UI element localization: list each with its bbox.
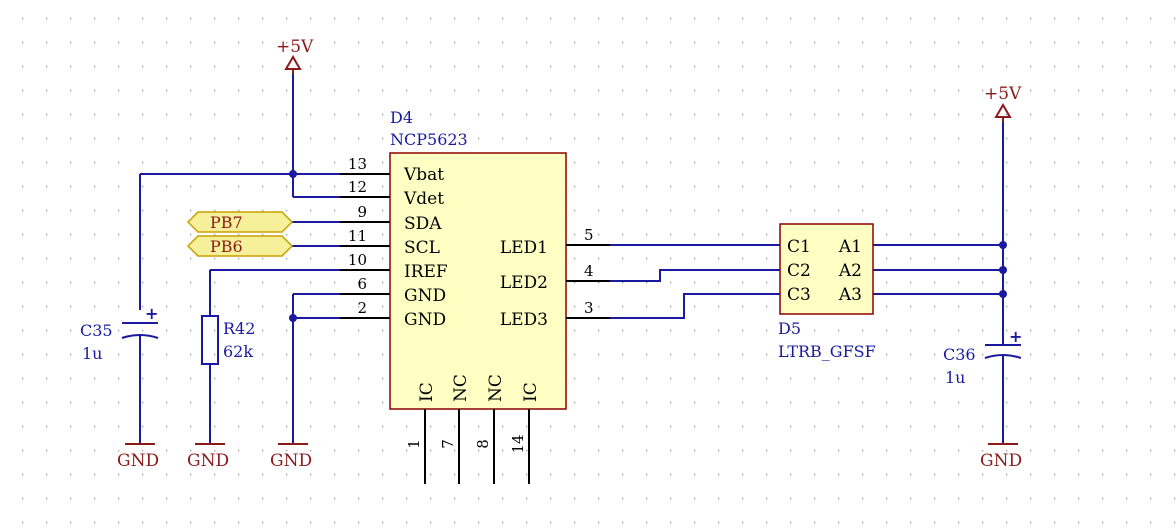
net-label-pb6[interactable]: PB6 — [186, 235, 294, 257]
junction-vbat — [289, 170, 297, 178]
d4-pin-num: 3 — [584, 299, 594, 317]
wire-led3 — [610, 293, 780, 319]
junction-gnd — [289, 314, 297, 322]
d4-pin-name: SCL — [404, 238, 440, 258]
c35-value: 1u — [82, 344, 102, 363]
power-label-right: +5V — [984, 84, 1022, 104]
ground-symbol-r42: GND — [187, 443, 229, 471]
gnd-label: GND — [270, 451, 312, 471]
d4-pin-name: NC — [451, 374, 471, 402]
d4-pin-num: 13 — [348, 155, 367, 173]
d5-pin-name: C1 — [787, 237, 811, 257]
d4-pin-name: LED1 — [500, 238, 548, 258]
d4-pin-num: 4 — [584, 262, 594, 280]
d4-pin-num: 6 — [357, 275, 367, 293]
ground-symbol-d4: GND — [270, 443, 312, 471]
d4-pin-num: 1 — [405, 439, 423, 449]
c36-polarity: + — [1009, 327, 1022, 346]
power-symbol-5v-left: +5V — [276, 37, 314, 74]
d5-ref: D5 — [778, 319, 801, 338]
c35-ref: C35 — [80, 321, 113, 340]
d4-pin-name: GND — [404, 286, 446, 306]
d4-pin-name: SDA — [404, 214, 442, 234]
resistor-r42[interactable]: R42 62k — [201, 315, 255, 365]
power-label-left: +5V — [276, 37, 314, 57]
d4-pin-num: 5 — [584, 226, 594, 244]
d5-pin-name: C3 — [787, 285, 811, 305]
d4-pin-num: 14 — [509, 434, 527, 453]
d4-right-pins: 5 4 3 — [566, 226, 610, 319]
r42-value: 62k — [223, 342, 253, 361]
d4-pin-name: NC — [486, 374, 506, 402]
d4-pin-name: GND — [404, 310, 446, 330]
c36-value: 1u — [945, 368, 965, 387]
d4-bottom-pins: 1 7 8 14 — [405, 409, 530, 484]
wire-led2 — [610, 269, 780, 282]
d4-pin-num: 11 — [348, 227, 367, 245]
d4-pin-name: LED2 — [500, 273, 548, 293]
d4-pin-num: 12 — [348, 178, 367, 196]
d4-pin-num: 7 — [439, 439, 457, 449]
net-label-pb7-text: PB7 — [210, 213, 243, 232]
c35-polarity: + — [145, 304, 158, 323]
gnd-label: GND — [117, 451, 159, 471]
gnd-label: GND — [187, 451, 229, 471]
d4-part: NCP5623 — [390, 130, 468, 149]
ground-symbol-c36: GND — [980, 443, 1022, 471]
d4-ic[interactable]: D4 NCP5623 Vbat Vdet SDA SCL IREF GND GN… — [389, 108, 567, 410]
d4-pin-name: Vdet — [403, 189, 444, 209]
d4-ref: D4 — [390, 108, 413, 127]
ground-symbol-c35: GND — [117, 443, 159, 471]
d4-pin-name: IC — [521, 382, 541, 402]
d4-left-pins: 13 12 9 11 10 6 2 — [340, 155, 390, 319]
d4-pin-num: 2 — [357, 299, 367, 317]
d4-pin-num: 8 — [474, 439, 492, 449]
capacitor-c36[interactable]: + C36 1u — [943, 327, 1022, 387]
d4-pin-name: IREF — [404, 262, 448, 282]
power-symbol-5v-right: +5V — [984, 84, 1022, 122]
d4-pin-num: 10 — [348, 251, 367, 269]
net-label-pb6-text: PB6 — [210, 237, 243, 256]
d4-pin-num: 9 — [357, 203, 367, 221]
r42-ref: R42 — [223, 319, 255, 338]
capacitor-c35[interactable]: + C35 1u — [80, 304, 158, 363]
net-label-pb7[interactable]: PB7 — [186, 211, 294, 233]
d5-led[interactable]: C1 C2 C3 A1 A2 A3 D5 LTRB_GFSF — [778, 223, 876, 361]
d5-part: LTRB_GFSF — [778, 342, 876, 361]
d4-pin-name: LED3 — [500, 310, 548, 330]
d4-pin-name: IC — [417, 382, 437, 402]
d5-pin-name: A2 — [838, 261, 862, 281]
d5-pin-name: C2 — [787, 261, 811, 281]
gnd-label: GND — [980, 451, 1022, 471]
d4-pin-name: Vbat — [403, 165, 444, 185]
c36-ref: C36 — [943, 345, 976, 364]
d5-pin-name: A3 — [838, 285, 862, 305]
d5-pin-name: A1 — [838, 237, 862, 257]
